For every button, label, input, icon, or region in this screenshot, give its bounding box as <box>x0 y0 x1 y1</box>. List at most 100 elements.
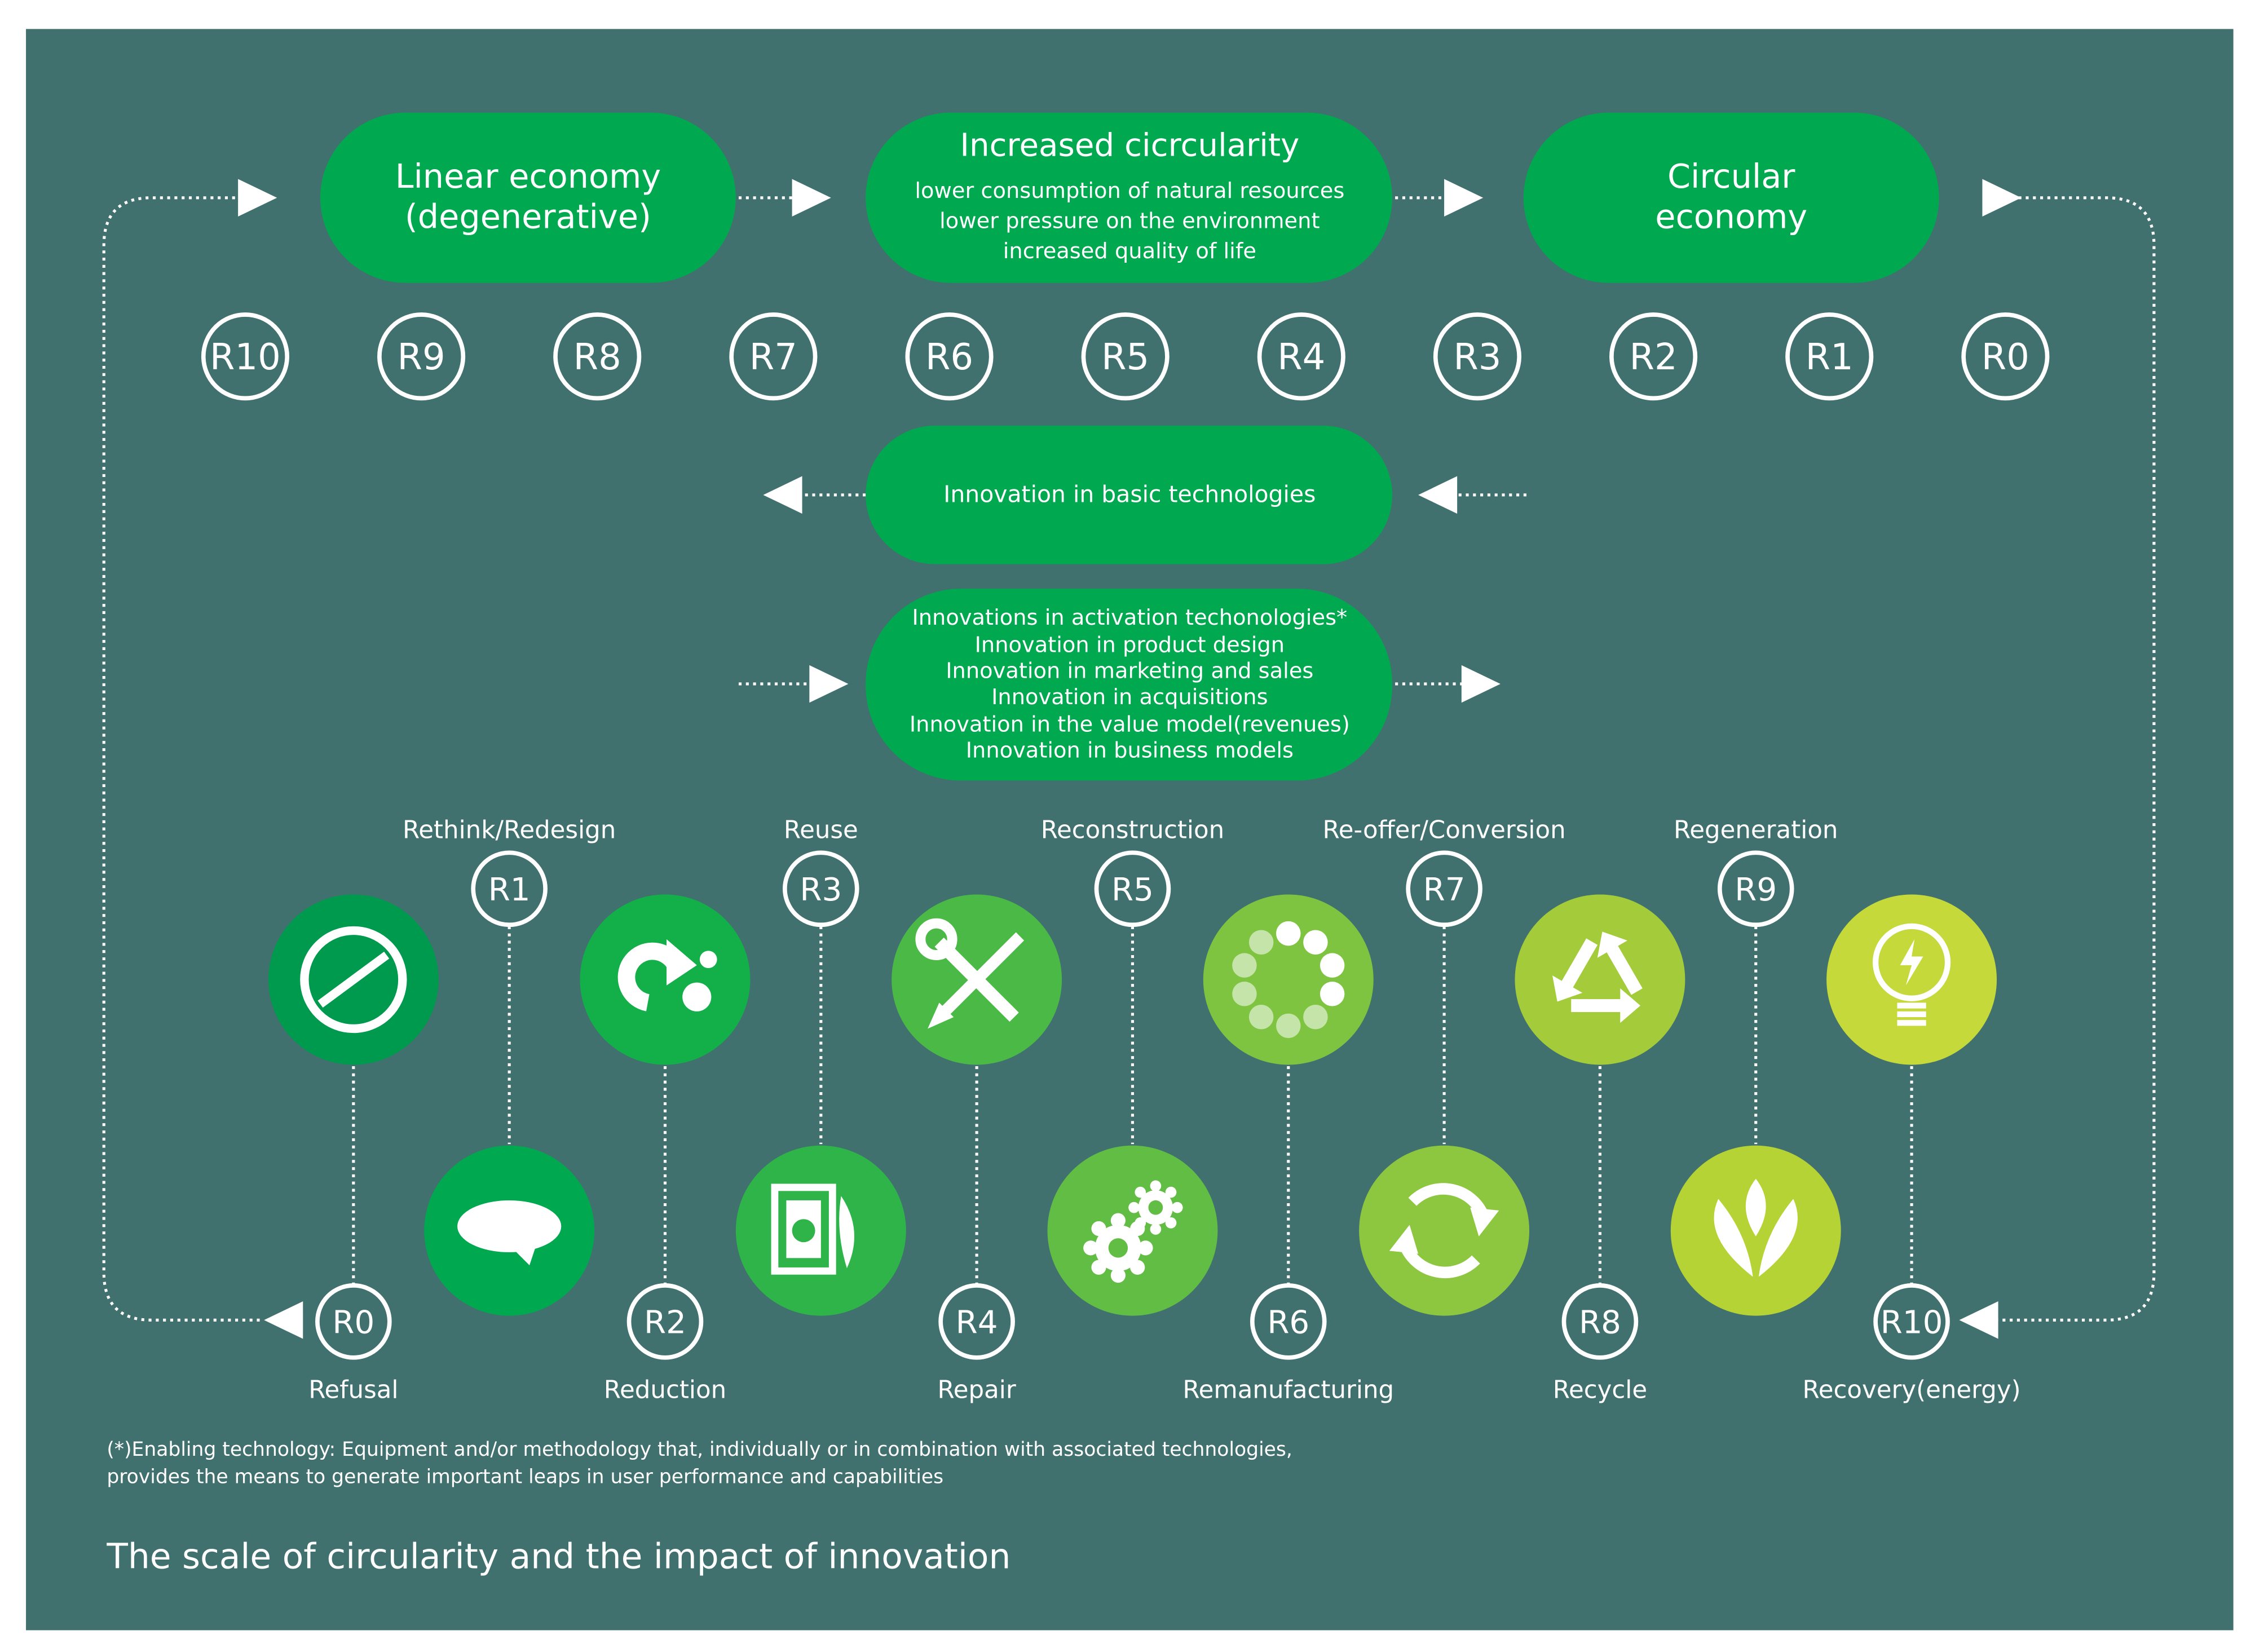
linear-economy-pill <box>320 112 736 283</box>
phone-reuse-icon <box>771 1183 855 1275</box>
increased-circularity-line3: increased quality of life <box>1003 238 1256 264</box>
wrench-screwdriver-icon <box>915 918 1025 1029</box>
strategy-icon-circle <box>1515 894 1685 1065</box>
r-scale-code: R1 <box>1806 337 1854 378</box>
r-scale-code: R2 <box>1630 337 1678 378</box>
strategy-code-badge <box>1094 850 1171 927</box>
footnote-line1: (*)Enabling technology: Equipment and/or… <box>107 1438 1292 1461</box>
strategy-icon-circle <box>580 894 751 1065</box>
strategy-code-badge <box>315 1283 392 1360</box>
strategy-code-badge <box>1561 1283 1639 1360</box>
r-scale-row: R10 R9 R8 R7 R6 R5 R4 R3 R2 R1 R0 <box>201 312 2050 401</box>
r-scale-ring <box>1433 312 1521 401</box>
r-scale-code: R10 <box>210 337 281 378</box>
activation-line-1: Innovations in activation techonologies* <box>912 605 1347 630</box>
r-scale-ring <box>905 312 994 401</box>
gears-icon <box>1083 1180 1183 1283</box>
r-scale-item-r5: R5 <box>1081 312 1170 401</box>
footnote-line2: provides the means to generate important… <box>107 1465 943 1488</box>
strategy-r1: R1 Rethink/Redesign <box>403 816 616 1316</box>
r-scale-item-r10: R10 <box>201 312 289 401</box>
strategy-code: R1 <box>488 872 531 908</box>
diagram-title: The scale of circularity and the impact … <box>106 1536 1010 1576</box>
r-scale-code: R5 <box>1101 337 1149 378</box>
r-scale-item-r6: R6 <box>905 312 994 401</box>
diagram-background <box>26 29 2234 1631</box>
strategy-code-badge <box>1250 1283 1327 1360</box>
left-loop-path <box>102 196 260 1322</box>
r-scale-code: R7 <box>749 337 797 378</box>
strategy-code-badge <box>1873 1283 1950 1360</box>
strategy-label: Repair <box>938 1376 1016 1404</box>
activation-line-4: Innovation in acquisitions <box>991 684 1268 710</box>
strategy-icon-circle <box>1359 1145 1530 1316</box>
increased-circularity-pill <box>866 112 1392 283</box>
strategy-code-badge <box>938 1283 1015 1360</box>
r-scale-ring <box>1785 312 1874 401</box>
activation-technologies: Innovations in activation techonologies*… <box>738 589 1501 781</box>
strategy-code-badge <box>626 1283 704 1360</box>
r-scale-code: R9 <box>398 337 445 378</box>
basic-tech-arrow-out-head <box>763 476 802 514</box>
linear-economy-line2: (degenerative) <box>405 197 651 236</box>
leaf-sprout-icon <box>1714 1178 1798 1277</box>
circular-economy-line2: economy <box>1655 197 1807 236</box>
r-scale-item-r7: R7 <box>729 312 818 401</box>
strategy-code: R6 <box>1267 1304 1309 1341</box>
activation-arrow-out-head <box>1461 665 1501 703</box>
increased-circularity-line2: lower pressure on the environment <box>939 208 1320 233</box>
strategy-icon-circle <box>1203 894 1374 1065</box>
strategy-label: Reduction <box>604 1376 726 1404</box>
strategy-label: Regeneration <box>1674 816 1838 845</box>
activation-line-2: Innovation in product design <box>975 633 1285 658</box>
r-scale-item-r8: R8 <box>553 312 642 401</box>
strategy-label: Rethink/Redesign <box>403 816 616 845</box>
r-scale-ring <box>1257 312 1345 401</box>
strategy-code: R8 <box>1579 1304 1621 1341</box>
r-scale-ring <box>1609 312 1698 401</box>
strategy-code: R3 <box>800 872 842 908</box>
r-scale-code: R4 <box>1277 337 1325 378</box>
r-scale-ring <box>553 312 642 401</box>
increased-circularity-title: Increased cicrcularity <box>960 127 1299 164</box>
strategy-icon-circle <box>1826 894 1997 1065</box>
strategy-code: R10 <box>1881 1304 1943 1341</box>
r-scale-item-r4: R4 <box>1257 312 1345 401</box>
arrow-into-linear <box>238 179 277 217</box>
recycle-icon <box>1552 931 1643 1023</box>
r-scale-code: R0 <box>1982 337 2029 378</box>
right-loop-path <box>1988 196 2156 1322</box>
strategy-code-badge <box>1717 850 1794 927</box>
activation-technologies-pill <box>866 589 1392 781</box>
r-scale-code: R6 <box>925 337 973 378</box>
strategy-code: R4 <box>956 1304 998 1341</box>
strategy-label: Re-offer/Conversion <box>1323 816 1566 845</box>
basic-tech-arrow-in-head <box>1418 476 1458 514</box>
strategy-code-badge <box>471 850 548 927</box>
basic-technologies-pill <box>866 426 1392 564</box>
r-scale-item-r3: R3 <box>1433 312 1521 401</box>
arrow-into-r0 <box>264 1301 303 1339</box>
r-scale-item-r1: R1 <box>1785 312 1874 401</box>
strategy-label: Reconstruction <box>1041 816 1224 845</box>
activation-line-5: Innovation in the value model(revenues) <box>910 712 1350 737</box>
arrow-increased-to-circular-head <box>1444 179 1484 217</box>
circular-economy-pill <box>1523 112 1939 283</box>
strategies-row: R0RefusalR1Rethink/RedesignR2ReductionR3… <box>268 816 2021 1404</box>
arrow-out-circular <box>1982 179 2022 217</box>
circular-economy-line1: Circular <box>1667 157 1795 196</box>
r-scale-ring <box>201 312 289 401</box>
share-arrow-icon <box>617 939 717 1011</box>
strategy-code-badge <box>783 850 859 927</box>
basic-technologies-label: Innovation in basic technologies <box>943 481 1316 508</box>
dots-circle-icon <box>1232 921 1345 1039</box>
